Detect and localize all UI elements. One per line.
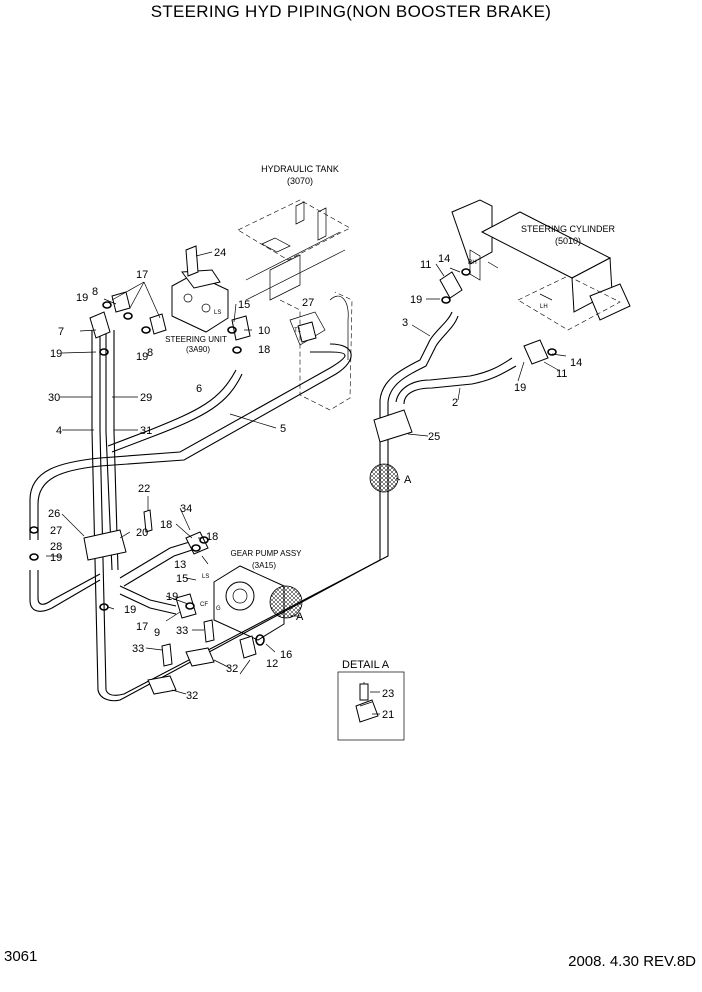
callout-A: A <box>404 474 412 486</box>
callout-18: 18 <box>206 531 218 543</box>
callout-19: 19 <box>76 292 88 304</box>
callout-8: 8 <box>147 347 153 359</box>
callout-15: 15 <box>176 573 188 585</box>
callout-21: 21 <box>382 709 394 721</box>
gear-pump <box>213 565 303 641</box>
steering-cylinder <box>451 199 631 331</box>
steering-cylinder-code: (5010) <box>555 236 581 246</box>
callout-33: 33 <box>132 643 144 655</box>
pipe-run <box>29 268 557 702</box>
callout-28: 28 <box>50 541 62 553</box>
revision-date: 2008. 4.30 REV.8D <box>568 953 696 970</box>
callout-19: 19 <box>166 591 178 603</box>
callout-19: 19 <box>410 294 422 306</box>
callout-23: 23 <box>382 688 394 700</box>
callout-9: 9 <box>154 627 160 639</box>
leader-lines <box>46 251 567 695</box>
callout-7: 7 <box>58 326 64 338</box>
callout-29: 29 <box>140 392 152 404</box>
callout-12: 12 <box>266 658 278 670</box>
callout-5: 5 <box>280 423 286 435</box>
callout-17: 17 <box>136 621 148 633</box>
callout-10: 10 <box>258 325 270 337</box>
port-lh: LH <box>540 304 548 310</box>
callout-24: 24 <box>214 247 226 259</box>
callout-4: 4 <box>56 425 62 437</box>
callout-25: 25 <box>428 431 440 443</box>
port-ls-pump: LS <box>202 574 209 580</box>
callout-19: 19 <box>50 348 62 360</box>
gear-pump-code: (3A15) <box>252 561 276 570</box>
port-rh: RH <box>468 260 477 266</box>
callout-A: A <box>296 611 304 623</box>
callout-14: 14 <box>570 357 582 369</box>
callout-19: 19 <box>50 552 62 564</box>
detail-a-title: DETAIL A <box>342 659 390 671</box>
callout-8: 8 <box>92 286 98 298</box>
page-title: STEERING HYD PIPING(NON BOOSTER BRAKE) <box>150 2 552 21</box>
callout-11: 11 <box>556 368 567 380</box>
callout-34: 34 <box>180 503 192 515</box>
port-t1: T1 <box>294 328 302 334</box>
callout-32: 32 <box>186 690 198 702</box>
callout-6: 6 <box>196 383 202 395</box>
callout-26: 26 <box>48 508 60 520</box>
hydraulic-tank <box>237 199 353 411</box>
callout-15: 15 <box>238 299 250 311</box>
callout-13: 13 <box>174 559 186 571</box>
callout-27: 27 <box>50 525 62 537</box>
detail-a-box <box>337 671 405 741</box>
callout-30: 30 <box>48 392 60 404</box>
callout-22: 22 <box>138 483 150 495</box>
callout-3: 3 <box>402 317 408 329</box>
hydraulic-tank-code: (3070) <box>287 176 313 186</box>
callout-18: 18 <box>258 344 270 356</box>
callout-11: 11 <box>420 259 431 271</box>
hydraulic-tank-label: HYDRAULIC TANK <box>261 164 339 174</box>
callout-18: 18 <box>160 519 172 531</box>
callouts: 24 17 19 8 15 7 10 19 19 8 18 27 6 30 29… <box>48 247 582 721</box>
callout-19: 19 <box>514 382 526 394</box>
port-g: G <box>216 606 221 612</box>
port-cf: CF <box>200 602 208 608</box>
callout-2: 2 <box>452 397 458 409</box>
gear-pump-label: GEAR PUMP ASSY <box>231 549 303 558</box>
callout-32: 32 <box>226 663 238 675</box>
port-ls-unit: LS <box>214 310 221 316</box>
callout-16: 16 <box>280 649 292 661</box>
callout-20: 20 <box>136 527 148 539</box>
callout-33: 33 <box>176 625 188 637</box>
callout-19: 19 <box>136 351 148 363</box>
steering-unit <box>171 245 229 333</box>
callout-14: 14 <box>438 253 450 265</box>
callout-17: 17 <box>136 269 148 281</box>
steering-unit-code: (3A90) <box>186 345 210 354</box>
steering-unit-label: STEERING UNIT <box>165 335 227 344</box>
callout-31: 31 <box>140 425 152 437</box>
callout-27: 27 <box>302 297 314 309</box>
steering-cylinder-label: STEERING CYLINDER <box>521 224 616 234</box>
page-number: 3061 <box>4 948 38 965</box>
callout-19: 19 <box>124 604 136 616</box>
